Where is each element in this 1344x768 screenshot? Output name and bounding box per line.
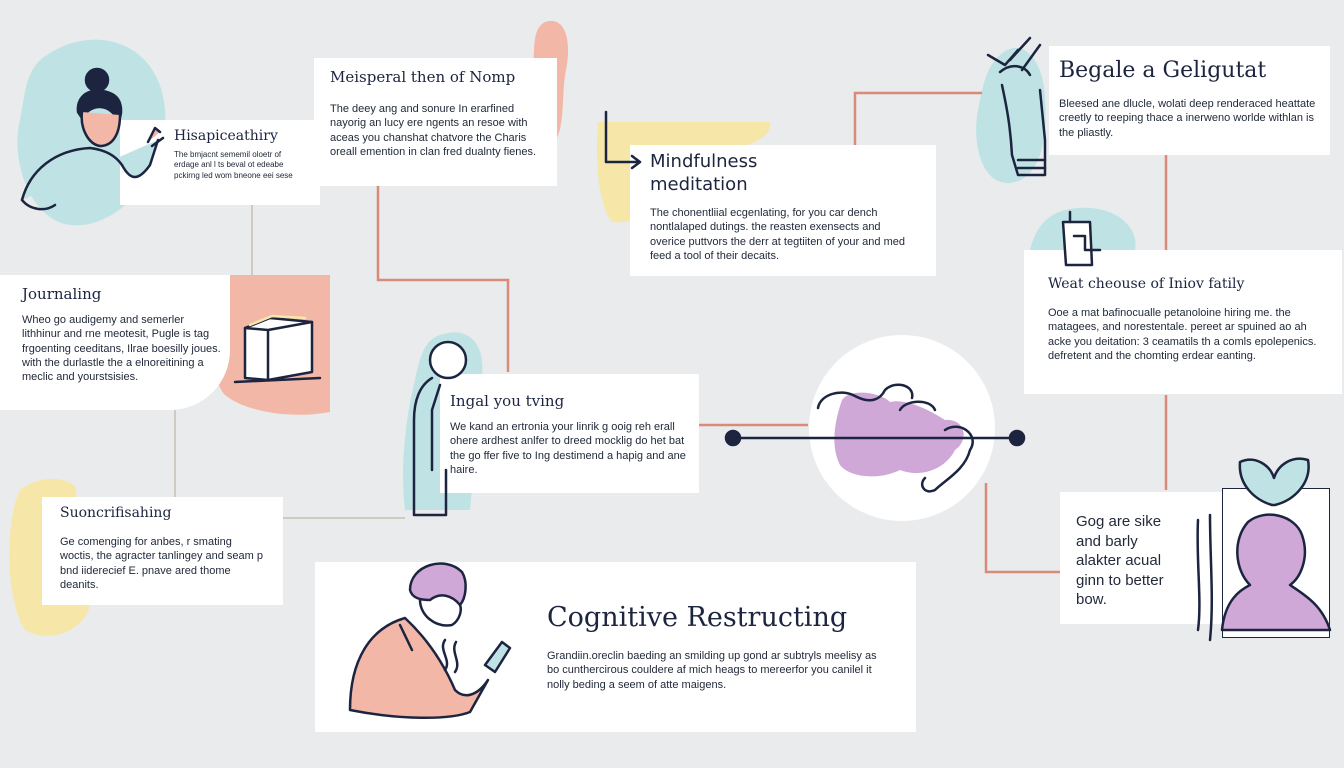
card-top-right-body: Bleesed ane dlucle, wolati deep renderac…	[1059, 98, 1316, 139]
card-center: Ingal you tving We kand an ertronia your…	[440, 374, 699, 493]
phone-person-collar	[398, 623, 414, 652]
woman-body	[20, 138, 160, 202]
journal-box-illustration	[233, 314, 322, 384]
card-top-left-title: Hisapiceathiry	[174, 128, 278, 144]
cognitive-body: Grandiin.oreclin baeding an smilding up …	[547, 650, 877, 691]
cloud-swirls	[816, 383, 974, 493]
box-top	[248, 314, 307, 327]
card-top-center: Meisperal then of Nomp The deey ang and …	[314, 58, 557, 186]
waving-woman-illustration	[20, 67, 165, 211]
mindfulness-body: The chonentliial ecgenlating, for you ca…	[650, 207, 905, 262]
person-head	[428, 340, 468, 380]
card-bottom-right: Gog are sike and barly alakter acual gin…	[1060, 492, 1224, 624]
card-right-middle-body: Ooe a mat bafinocualle petanoloine hirin…	[1048, 307, 1317, 362]
portrait-leaves-icon	[1238, 457, 1310, 507]
woman-face	[80, 110, 122, 148]
cognitive-title: Cognitive Restructing	[547, 602, 848, 633]
box-edge	[243, 320, 314, 382]
journaling-card-bg	[0, 275, 230, 410]
woman-hand	[146, 126, 165, 148]
card-top-right: Begale a Geligutat Bleesed ane dlucle, w…	[1049, 46, 1330, 155]
card-top-center-body: The deey ang and sonure In erarfined nay…	[330, 103, 537, 158]
portrait-body	[1220, 513, 1332, 632]
woman-arm	[20, 198, 57, 211]
connector-top-right	[853, 91, 982, 145]
mindfulness-title-line2: meditation	[650, 173, 748, 195]
plant-leaves-icon	[986, 36, 1042, 77]
steam-lines	[441, 638, 459, 674]
portrait-illustration	[1196, 457, 1332, 642]
card-journaling: Journaling Wheo go audigemy and semerler…	[0, 275, 245, 410]
woman-hair	[76, 89, 123, 122]
mindfulness-arrow-icon	[604, 110, 642, 170]
card-center-title: Ingal you tving	[450, 392, 565, 410]
hand-outline	[1000, 83, 1047, 177]
timeline-end-dot	[1008, 429, 1026, 447]
card-top-center-title: Meisperal then of Nomp	[330, 68, 516, 86]
woman-hair-bun	[84, 67, 110, 93]
mindfulness-title-line1: Mindfulness	[650, 151, 758, 172]
journaling-body: Wheo go audigemy and semerler lithhinur …	[22, 314, 221, 384]
connector-gray-bottom	[174, 410, 405, 519]
phone-person-body	[348, 616, 490, 719]
card-center-body: We kand an ertronia your linrik g ooig r…	[450, 421, 686, 476]
connector-center-top	[376, 185, 510, 372]
portrait-divider-lines	[1196, 513, 1214, 642]
device-icon	[1061, 210, 1102, 267]
card-bottom-left-body: Ge comenging for anbes, r smating woctis…	[60, 536, 264, 591]
card-top-right-title: Begale a Geligutat	[1059, 58, 1267, 83]
device-outline	[1061, 220, 1094, 267]
standing-person-illustration	[412, 340, 468, 517]
phone-person-face	[418, 598, 462, 627]
card-bottom-right-body: Gog are sike and barly alakter acual gin…	[1076, 513, 1164, 608]
connector-bottom-right	[984, 483, 1060, 574]
timeline-start-dot	[724, 429, 742, 447]
card-bottom-left: Suoncrifisahing Ge comenging for anbes, …	[42, 497, 283, 605]
person-body	[412, 376, 448, 517]
phone-icon	[483, 640, 512, 674]
card-right-middle: Weat cheouse of Iniov fatily Ooe a mat b…	[1024, 250, 1342, 394]
hand-plant-illustration	[986, 36, 1047, 177]
card-top-left-body: The bmjacnt sememil oloetr of erdage anl…	[174, 150, 293, 180]
card-bottom-left-title: Suoncrifisahing	[60, 505, 172, 521]
yellow-blob-bottom-left	[9, 478, 90, 636]
mindfulness-title: Mindfulness meditation	[650, 151, 916, 196]
phone-person-hair	[408, 562, 467, 607]
hand-cuff	[1016, 158, 1047, 170]
mint-blob-top-right	[976, 47, 1046, 184]
box-base	[233, 376, 322, 384]
card-right-middle-title: Weat cheouse of Iniov fatily	[1048, 276, 1245, 292]
phone-person-illustration	[348, 562, 512, 719]
journaling-title: Journaling	[22, 285, 102, 303]
person-arm	[430, 383, 442, 472]
cloud-shape	[834, 392, 964, 477]
device-key	[1068, 210, 1102, 252]
card-mindfulness: Mindfulness meditation The chonentliial …	[630, 145, 936, 276]
